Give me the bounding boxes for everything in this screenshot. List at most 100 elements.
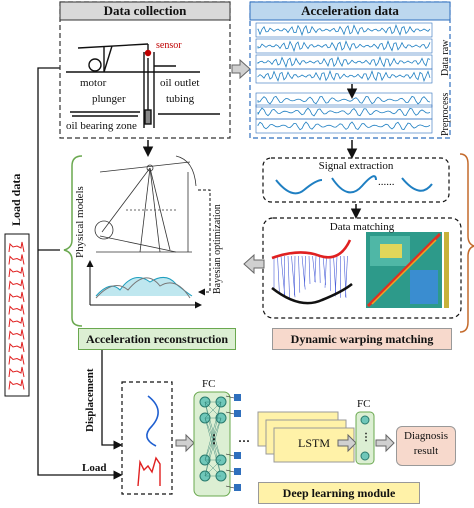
- load-cycle-curve: [8, 254, 25, 265]
- fc1-output-link: [225, 469, 235, 473]
- oil-bearing-zone-label: oil bearing zone: [66, 120, 137, 132]
- load-curve: [137, 456, 161, 487]
- acceleration-reconstruction-bracket: [63, 155, 83, 327]
- data-matching-box: [262, 217, 462, 319]
- fc1-output-unit: [234, 468, 241, 475]
- acceleration-trace: [257, 107, 431, 117]
- dtw-match-line: [345, 255, 348, 297]
- collection-to-acceleration-arrow: [231, 58, 251, 80]
- load-cycle-curve: [8, 304, 25, 315]
- load-cycle-curve: [8, 279, 25, 290]
- dtw-match-line: [319, 255, 321, 283]
- load-data-flow-lines: [37, 67, 123, 480]
- sensor-label: sensor: [156, 40, 182, 51]
- fc1-connection: [204, 459, 222, 477]
- deep-learning-module-title: Deep learning module: [258, 482, 420, 504]
- fc2-vertical-dots: ⋮: [361, 432, 371, 443]
- signal-extraction-dots: ......: [378, 176, 395, 188]
- fc1-nodes: [199, 396, 227, 482]
- fc1-horizontal-dots: ···: [238, 434, 251, 448]
- signal-extraction-box: [262, 157, 450, 203]
- acceleration-trace-frame: [255, 38, 433, 54]
- input-plots-box: [121, 381, 173, 495]
- acceleration-trace: [257, 23, 431, 37]
- displacement-label: Displacement: [84, 368, 96, 432]
- load-cycle-curve: [8, 291, 25, 303]
- dtw-match-line: [294, 255, 296, 296]
- bayesian-optimization-label: Bayesian optimization: [212, 204, 223, 294]
- acceleration-reconstruction-title: Acceleration reconstruction: [78, 328, 236, 350]
- load-cycle-curve: [8, 379, 25, 390]
- load-cycle-curve: [8, 316, 25, 328]
- fc1-vertical-dots: ⋮: [208, 432, 220, 446]
- acceleration-trace: [257, 39, 431, 53]
- plunger-label: plunger: [92, 93, 126, 105]
- acceleration-trace-frame: [255, 92, 433, 108]
- acceleration-trace: [257, 95, 431, 105]
- load-cycle-curve: [8, 266, 25, 278]
- displacement-curve: [146, 395, 159, 447]
- dynamic-warping-bracket: [459, 153, 474, 333]
- dynamic-warping-title: Dynamic warping matching: [272, 328, 452, 350]
- acceleration-trace: [257, 121, 431, 131]
- extracted-signal-curves: [275, 175, 433, 195]
- fc1-output-link: [225, 485, 235, 489]
- fc1-output-unit: [234, 452, 241, 459]
- fc1-output-link: [225, 411, 235, 415]
- fc1-output-unit: [234, 394, 241, 401]
- matching-to-reconstruction-arrow: [243, 253, 265, 275]
- physical-models-label: Physical models: [74, 186, 86, 258]
- dtw-match-line: [287, 255, 290, 299]
- dtw-match-line: [304, 255, 306, 287]
- reconstruction-waveform: [86, 260, 202, 309]
- acceleration-data-title: Acceleration data: [301, 3, 399, 18]
- fc1-output-unit: [234, 410, 241, 417]
- fc1-output-link: [225, 395, 235, 399]
- fc2-label: FC: [357, 398, 371, 410]
- motor-label: motor: [80, 77, 107, 89]
- dtw-match-line: [324, 255, 327, 288]
- acceleration-trace-frame: [255, 22, 433, 38]
- load-cycle-curve: [8, 366, 25, 378]
- dtw-match-line: [298, 255, 301, 293]
- acceleration-data-panel: [249, 1, 451, 139]
- data-raw-label: Data raw: [440, 39, 451, 76]
- fc1-connection: [204, 401, 222, 477]
- fc1-output-unit: [234, 484, 241, 491]
- oil-outlet-label: oil outlet: [160, 77, 200, 89]
- load-cycle-curve: [8, 354, 25, 365]
- fc1-connection: [204, 417, 222, 477]
- fc1-output-link: [225, 453, 235, 457]
- load-label: Load: [82, 462, 107, 474]
- fc1-connection: [204, 401, 222, 419]
- dtw-match-line: [314, 255, 317, 283]
- pumpjack-illustration: [66, 43, 220, 128]
- load-data-label: Load data: [9, 173, 23, 227]
- dtw-alignment-plot: [271, 239, 353, 305]
- acceleration-data-header: [249, 1, 451, 21]
- signal-extraction-title: Signal extraction: [318, 160, 394, 172]
- dtw-match-line: [277, 255, 280, 294]
- acceleration-trace: [257, 55, 431, 69]
- fc1-output-units: [225, 394, 241, 491]
- data-collection-title: Data collection: [103, 3, 187, 18]
- load-data-sequence: [8, 241, 25, 390]
- acceleration-trace: [257, 69, 431, 83]
- data-matching-title: Data matching: [329, 221, 395, 233]
- diagnosis-result-box: Diagnosis result: [396, 426, 456, 466]
- data-collection-header: [59, 1, 231, 21]
- acceleration-trace-frame: [255, 118, 433, 134]
- fc2-layer: [355, 411, 375, 465]
- load-cycle-curve: [8, 329, 25, 340]
- load-cycle-curve: [8, 341, 25, 353]
- dtw-match-line: [308, 255, 311, 284]
- acceleration-trace-frame: [255, 68, 433, 84]
- load-data-sequence-box: [4, 233, 30, 397]
- dtw-match-line: [334, 255, 338, 297]
- acceleration-signal-traces: [255, 22, 433, 134]
- preprocess-label: Preprocess: [440, 92, 451, 136]
- fc1-label: FC: [202, 378, 216, 390]
- dtw-cost-heatmap: [366, 232, 449, 308]
- load-cycle-curve: [8, 241, 25, 253]
